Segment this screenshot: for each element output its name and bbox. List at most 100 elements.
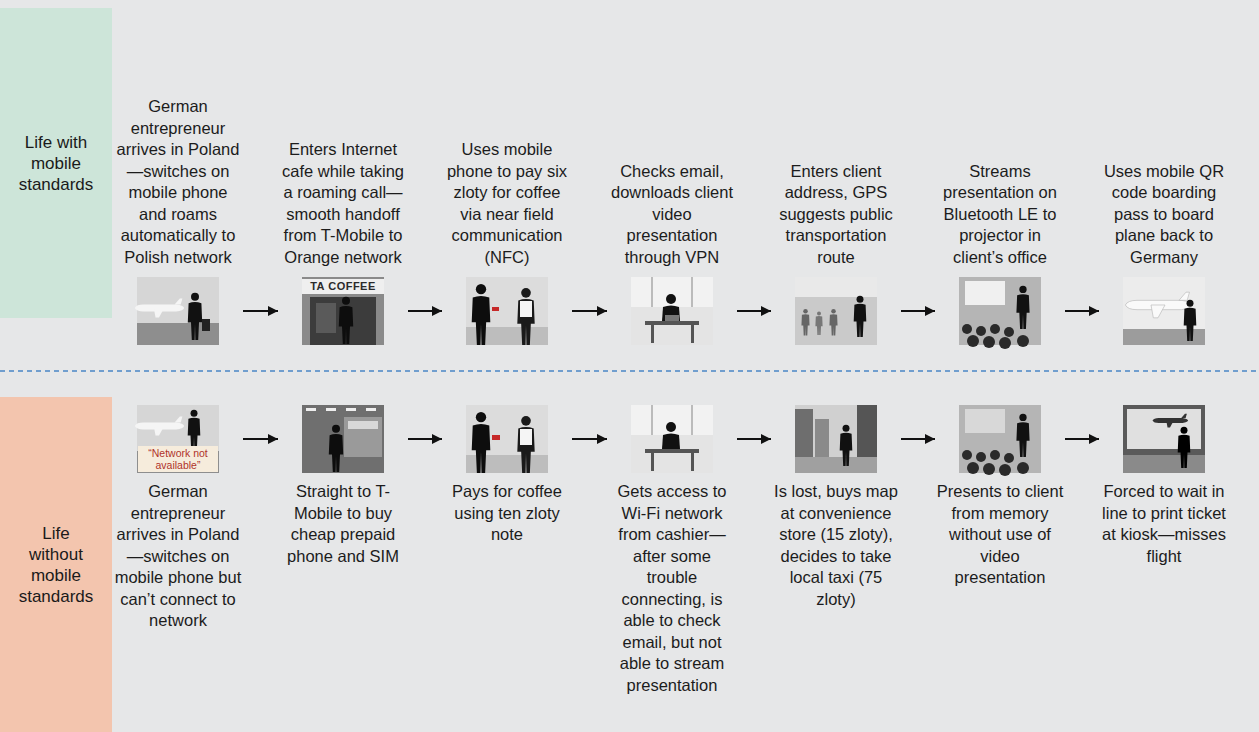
payment-photo xyxy=(517,416,534,473)
email-photo xyxy=(631,277,713,307)
step-node: German entrepreneur arrives in Poland—sw… xyxy=(113,401,243,632)
cafe-photo xyxy=(316,303,336,333)
step-text: Streams presentation on Bluetooth LE to … xyxy=(935,161,1065,269)
presentation-photo xyxy=(962,324,972,334)
step-text: Enters client address, GPS suggests publ… xyxy=(771,161,901,269)
email-photo xyxy=(631,405,713,473)
street-photo xyxy=(795,405,877,473)
station-photo xyxy=(795,277,877,297)
presentation-photo xyxy=(1004,327,1014,337)
presentation-photo xyxy=(962,324,1029,349)
airport-photo xyxy=(1123,405,1205,473)
arrival-photo xyxy=(188,293,202,340)
step-node: Enters Internet cafe while taking a roam… xyxy=(278,139,408,349)
store-photo xyxy=(366,408,376,411)
flow-arrow xyxy=(901,310,935,312)
step-node: Pays for coffee using ten zloty note xyxy=(442,401,572,546)
arrival-photo xyxy=(188,410,201,451)
email-photo xyxy=(631,277,713,345)
step-text: Forced to wait in line to print ticket a… xyxy=(1099,481,1229,567)
step-node: Forced to wait in line to print ticket a… xyxy=(1099,401,1229,567)
presentation-photo xyxy=(962,450,1029,476)
airport-photo xyxy=(1153,414,1189,428)
store-photo xyxy=(306,408,316,411)
row-label: Life without mobile standards xyxy=(14,523,98,607)
payment-photo xyxy=(472,412,491,473)
station-photo xyxy=(829,309,837,336)
flow-arrow xyxy=(572,438,607,440)
flow-arrow xyxy=(1065,310,1099,312)
presentation-photo xyxy=(967,335,979,347)
store-photo xyxy=(302,405,384,473)
email-photo xyxy=(691,405,693,435)
presentation-photo xyxy=(959,405,1041,476)
arrival-photo xyxy=(135,405,219,473)
email-photo xyxy=(691,325,694,343)
presentation-photo xyxy=(990,450,1000,460)
street-photo xyxy=(795,409,813,457)
sign-text: TA COFFEE xyxy=(303,279,383,293)
payment-photo xyxy=(466,277,548,345)
step-text: Straight to T-Mobile to buy cheap prepai… xyxy=(278,481,408,567)
boarding-photo xyxy=(1123,277,1205,345)
step-text: Presents to client from memory without u… xyxy=(935,481,1065,589)
payment-photo xyxy=(472,284,491,345)
flow-arrow xyxy=(408,438,442,440)
store-photo xyxy=(326,408,336,411)
cafe-photo xyxy=(302,277,384,345)
presentation-photo xyxy=(983,463,995,475)
airport-photo xyxy=(1178,427,1191,468)
station-photo xyxy=(801,309,809,336)
email-photo xyxy=(691,277,693,307)
email-photo xyxy=(666,294,676,304)
presentation-photo xyxy=(967,462,979,474)
step-node: Uses mobile phone to pay six zloty for c… xyxy=(442,139,572,349)
payment-photo xyxy=(492,307,499,311)
presentation-photo xyxy=(976,452,986,462)
store-photo xyxy=(302,405,384,473)
payment-photo xyxy=(466,405,548,473)
divider-line xyxy=(0,370,1259,371)
row-band: Life with mobile standards xyxy=(0,8,112,318)
payment-photo xyxy=(466,405,548,473)
flow-arrow xyxy=(572,310,607,312)
email-photo xyxy=(631,277,713,345)
flow-arrow xyxy=(408,310,442,312)
payment-photo xyxy=(466,277,548,345)
arrival-photo xyxy=(137,405,219,473)
email-photo xyxy=(665,315,679,321)
presentation-photo xyxy=(1017,462,1029,474)
street-photo xyxy=(857,405,877,457)
street-photo xyxy=(815,419,829,457)
presentation-photo xyxy=(1016,414,1029,457)
cafe-photo xyxy=(339,297,353,344)
cafe-photo xyxy=(302,279,384,294)
cafe-photo xyxy=(310,297,376,345)
presentation-photo xyxy=(999,337,1011,349)
step-text: Gets access to Wi-Fi network from cashie… xyxy=(607,481,737,696)
presentation-photo xyxy=(965,281,1005,305)
flow-arrow xyxy=(1065,438,1099,440)
airport-photo xyxy=(1127,409,1201,449)
row-band: Life without mobile standards xyxy=(0,397,112,732)
boarding-photo xyxy=(1123,277,1205,345)
flow-arrow xyxy=(737,310,771,312)
step-node: Straight to T-Mobile to buy cheap prepai… xyxy=(278,401,408,567)
step-node: Checks email, downloads client video pre… xyxy=(607,161,737,350)
email-photo xyxy=(645,449,699,453)
flow-arrow xyxy=(243,310,278,312)
presentation-photo xyxy=(1017,335,1029,347)
boarding-photo xyxy=(1125,292,1192,318)
email-photo xyxy=(651,277,653,307)
presentation-photo xyxy=(1016,286,1029,329)
email-photo xyxy=(645,321,699,325)
flow-arrow xyxy=(737,438,771,440)
station-photo xyxy=(815,311,822,335)
presentation-photo xyxy=(983,336,995,348)
email-photo xyxy=(651,453,654,471)
arrival-photo xyxy=(135,277,219,345)
status-message: “Network not available” xyxy=(138,446,218,472)
row-label: Life with mobile standards xyxy=(14,132,98,195)
airport-photo xyxy=(1123,455,1205,473)
